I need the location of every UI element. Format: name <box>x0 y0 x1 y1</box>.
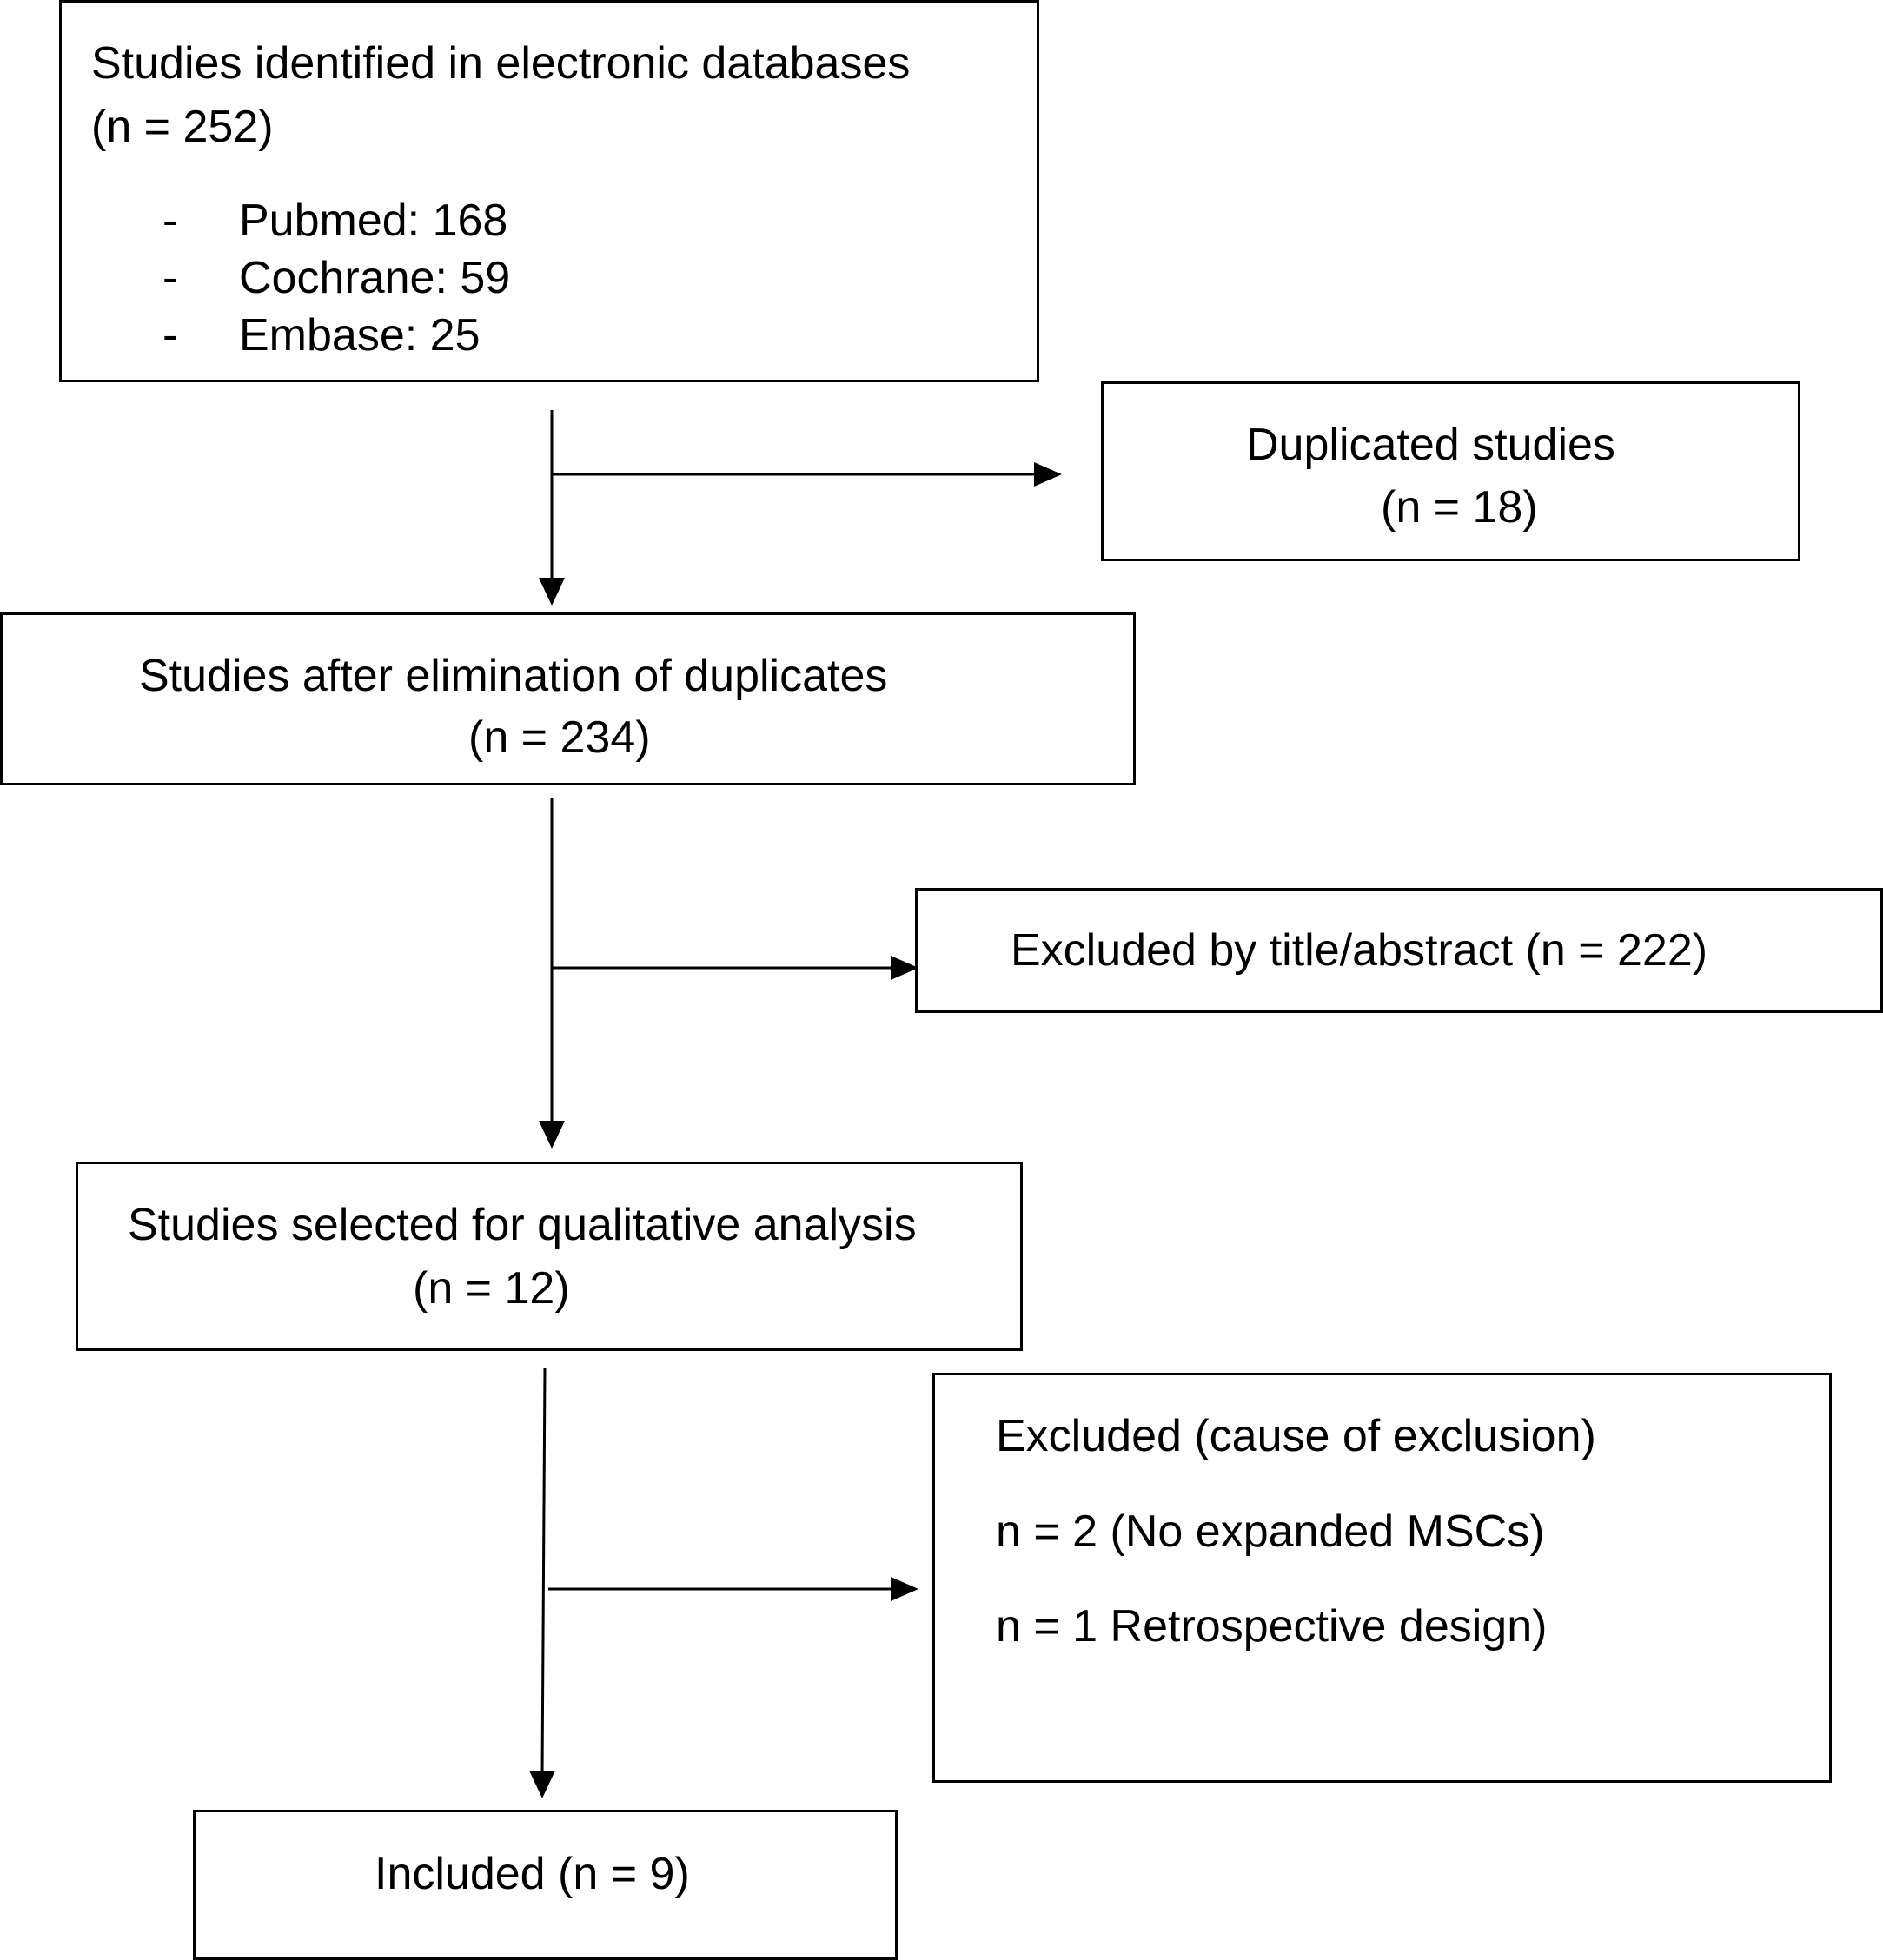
excluded-reason: n = 1 Retrospective design) <box>996 1601 1548 1652</box>
selected-title: Studies selected for qualitative analysi… <box>128 1200 917 1250</box>
arrowhead-duplicated <box>1034 462 1062 487</box>
source-pubmed: Pubmed: 168 <box>239 195 508 246</box>
source-embase: Embase: 25 <box>239 310 481 361</box>
identified-title: Studies identified in electronic databas… <box>91 38 911 89</box>
after-duplicates-box <box>0 612 1136 785</box>
after-duplicates-count: (n = 234) <box>468 712 651 763</box>
duplicated-box <box>1101 381 1800 561</box>
excluded-title-box <box>915 888 1883 1013</box>
source-bullet: - <box>162 195 178 246</box>
identified-count: (n = 252) <box>91 102 274 152</box>
duplicated-count: (n = 18) <box>1381 482 1538 533</box>
included-box <box>193 1810 898 1960</box>
identified-box <box>59 0 1039 382</box>
selected-count: (n = 12) <box>413 1263 570 1314</box>
arrowhead-selected <box>539 1121 565 1149</box>
arrow-selected-to-included <box>540 1367 547 1776</box>
excluded-cause-box <box>932 1373 1832 1783</box>
arrowhead-excluded-cause <box>891 1577 918 1601</box>
source-bullet: - <box>162 310 178 361</box>
arrowhead-after-duplicates <box>539 578 565 606</box>
selected-box <box>76 1162 1023 1351</box>
excluded-title-label: Excluded by title/abstract (n = 222) <box>1011 925 1708 976</box>
excluded-reason: n = 2 (No expanded MSCs) <box>996 1506 1545 1557</box>
after-duplicates-title: Studies after elimination of duplicates <box>139 651 888 701</box>
duplicated-title: Duplicated studies <box>1246 420 1615 470</box>
source-cochrane: Cochrane: 59 <box>239 253 511 303</box>
arrowhead-included <box>529 1771 555 1798</box>
source-bullet: - <box>162 253 178 303</box>
included-label: Included (n = 9) <box>375 1849 690 1899</box>
arrowhead-excluded-title <box>891 956 918 980</box>
excluded-cause-title: Excluded (cause of exclusion) <box>996 1411 1596 1461</box>
